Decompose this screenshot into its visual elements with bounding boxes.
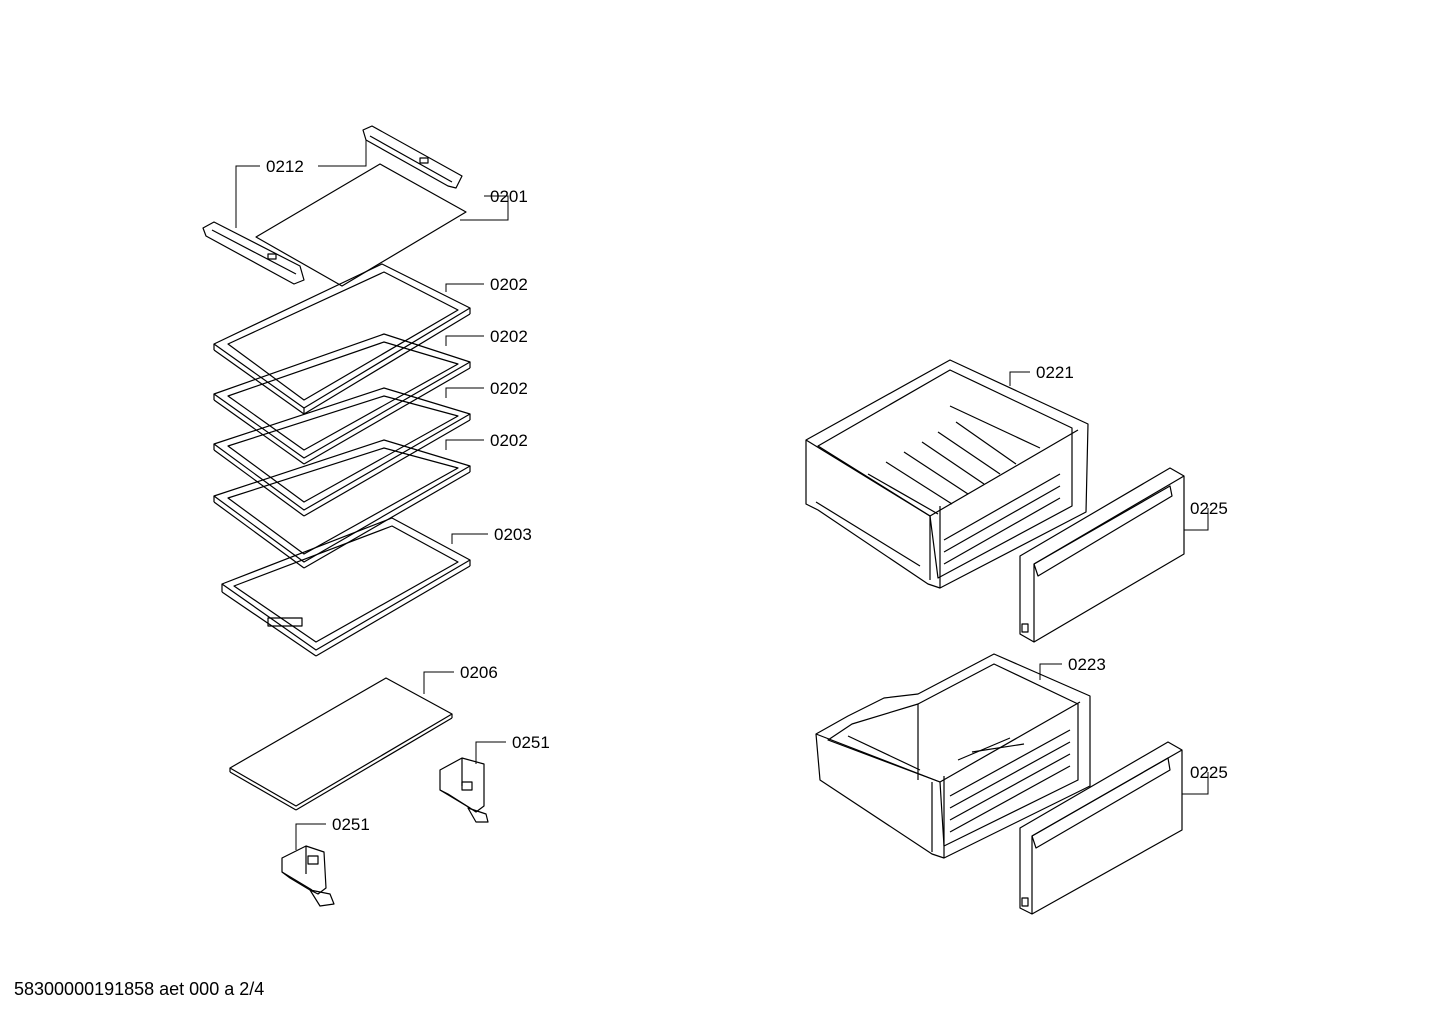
shelf-1 xyxy=(213,263,471,415)
callout-0251-b: 0251 xyxy=(332,815,370,834)
shelf-bottom xyxy=(221,517,471,657)
footer-document-code: 58300000191858 aet 000 a 2/4 xyxy=(14,979,265,999)
leader-lines xyxy=(235,140,1209,850)
callout-0202-c: 0202 xyxy=(490,379,528,398)
shelf-2 xyxy=(213,333,471,465)
callout-0225-b: 0225 xyxy=(1190,763,1228,782)
callout-0201: 0201 xyxy=(490,187,528,206)
callout-0225-a: 0225 xyxy=(1190,499,1228,518)
upper-drawer-front xyxy=(1019,467,1185,643)
glass-plate xyxy=(255,163,467,287)
callout-0206: 0206 xyxy=(460,663,498,682)
holder-left xyxy=(281,845,335,907)
shelf-rail-rear xyxy=(362,125,463,189)
lower-drawer xyxy=(815,653,1091,859)
shelf-4 xyxy=(213,439,471,569)
cover-plate xyxy=(229,677,453,811)
callout-0223: 0223 xyxy=(1068,655,1106,674)
lower-drawer-front xyxy=(1019,741,1183,915)
shelf-rail-front xyxy=(202,221,305,285)
callout-0202-d: 0202 xyxy=(490,431,528,450)
holder-right xyxy=(439,757,489,823)
callout-0221: 0221 xyxy=(1036,363,1074,382)
callout-0203: 0203 xyxy=(494,525,532,544)
upper-drawer xyxy=(805,359,1089,589)
callout-0202-b: 0202 xyxy=(490,327,528,346)
callout-0212: 0212 xyxy=(266,157,304,176)
callout-0251-a: 0251 xyxy=(512,733,550,752)
shelf-3 xyxy=(213,387,471,517)
callout-0202-a: 0202 xyxy=(490,275,528,294)
